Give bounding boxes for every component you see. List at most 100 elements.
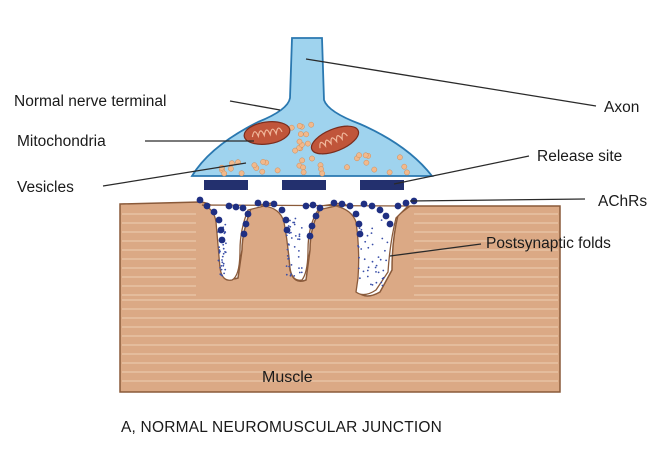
- nerve-terminal: [190, 37, 434, 177]
- vesicle: [296, 123, 303, 129]
- release-site-bar: [282, 180, 326, 190]
- speckle: [362, 270, 365, 273]
- speckle: [364, 240, 367, 243]
- speckle: [218, 251, 221, 254]
- vesicles: [218, 121, 410, 177]
- release-sites: [204, 180, 404, 190]
- achr-dot: [308, 222, 316, 230]
- speckle: [285, 273, 288, 276]
- achr-dot: [368, 202, 376, 210]
- speckle: [300, 227, 303, 229]
- speckle: [380, 219, 383, 222]
- speckle: [217, 259, 220, 262]
- achr-dot: [338, 200, 346, 208]
- speckle: [359, 277, 361, 280]
- vesicle: [238, 170, 245, 177]
- speckle: [363, 258, 366, 261]
- release-site-bar: [204, 180, 248, 190]
- vesicle: [221, 170, 228, 177]
- leader-lines: [102, 58, 597, 257]
- speckle: [300, 267, 303, 269]
- speckle: [384, 249, 386, 252]
- speckle: [222, 262, 225, 265]
- speckle: [367, 266, 370, 269]
- speckle: [224, 268, 227, 271]
- label-release-site: Release site: [537, 148, 622, 165]
- muscle-striations: [122, 213, 558, 382]
- speckle: [371, 284, 374, 286]
- achr-dot: [316, 204, 324, 212]
- speckle: [366, 275, 369, 278]
- label-vesicles: Vesicles: [17, 179, 74, 196]
- achr-dot: [352, 210, 360, 218]
- achr-dot: [196, 196, 204, 204]
- speckle: [298, 238, 301, 241]
- achr-dot: [262, 200, 270, 208]
- speckle: [374, 266, 377, 269]
- speckle: [221, 261, 224, 264]
- speckle: [377, 271, 380, 274]
- leader-achrs: [409, 198, 586, 202]
- achr-dot: [218, 236, 226, 244]
- vesicle: [297, 131, 304, 137]
- vesicle: [363, 159, 370, 166]
- mitochondrion-right: [310, 125, 360, 155]
- speckle: [358, 256, 360, 259]
- label-mitochondria: Mitochondria: [17, 133, 106, 150]
- vesicle: [300, 164, 306, 171]
- speckle: [290, 237, 293, 239]
- speckle: [224, 251, 226, 253]
- speckle: [300, 271, 303, 274]
- vesicle: [356, 152, 362, 159]
- speckle: [222, 247, 225, 250]
- speckle: [218, 250, 221, 253]
- speckle: [222, 243, 225, 246]
- achr-receptors: [196, 196, 418, 244]
- speckle: [381, 237, 384, 240]
- vesicle: [401, 163, 408, 170]
- achr-dot: [302, 202, 310, 210]
- vesicle: [292, 147, 298, 154]
- label-normal-nerve-terminal: Normal nerve terminal: [14, 93, 166, 110]
- vesicle: [260, 159, 266, 165]
- achr-dot: [360, 200, 368, 208]
- vesicle: [274, 167, 281, 174]
- achr-dot: [382, 212, 390, 220]
- achr-dot: [278, 206, 286, 214]
- achr-dot: [240, 230, 248, 238]
- speckle: [221, 259, 223, 261]
- achr-dot: [402, 199, 410, 207]
- vesicle: [303, 131, 310, 138]
- speckle: [380, 281, 383, 284]
- achr-dot: [225, 202, 233, 210]
- speckle: [366, 234, 369, 237]
- vesicle: [397, 154, 403, 161]
- speckle: [287, 225, 290, 227]
- achr-dot: [394, 202, 402, 210]
- speckle: [222, 252, 225, 255]
- speckle: [285, 265, 288, 267]
- vesicle: [319, 170, 326, 177]
- speckle: [386, 241, 389, 244]
- speckle: [223, 272, 226, 275]
- speckle: [366, 269, 369, 272]
- speckle: [286, 255, 289, 257]
- figure-caption: A, NORMAL NEUROMUSCULAR JUNCTION: [121, 419, 442, 436]
- speckle: [224, 231, 227, 234]
- speckle: [221, 274, 224, 277]
- achr-dot: [239, 204, 247, 212]
- speckle: [370, 232, 373, 235]
- mitochondrion-left: [243, 121, 291, 145]
- achr-dot: [244, 210, 252, 218]
- leader-release-site: [393, 155, 530, 185]
- speckle: [297, 238, 299, 241]
- achr-dot: [217, 226, 225, 234]
- vesicle: [300, 169, 307, 176]
- vesicle: [228, 165, 234, 172]
- cleft-speckles: [217, 217, 389, 287]
- speckle: [225, 242, 227, 245]
- speckle: [360, 228, 363, 231]
- leader-axon: [305, 58, 597, 107]
- speckle: [294, 235, 297, 237]
